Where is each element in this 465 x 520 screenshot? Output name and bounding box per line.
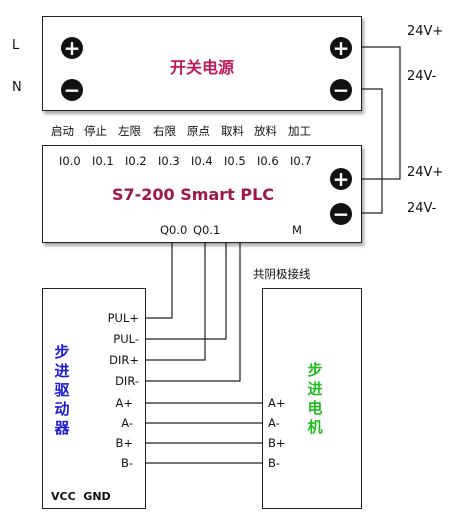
input-func-1: 停止 [84,124,107,138]
wire-q00-pulp [146,243,173,319]
motor-terminal-b-neg: B- [268,456,281,470]
plc-output-q01: Q0.1 [193,223,221,237]
motor-terminal-a-neg: A- [268,416,280,430]
driver-terminal-dir-neg: DIR- [115,374,139,388]
wire-q01-dirp [146,243,206,361]
input-func-0: 启动 [51,124,74,138]
input-func-7: 加工 [288,124,311,138]
motor-wiring-note: 共阴极接线 [253,267,311,281]
driver-title: 步进驱动器 [54,343,70,437]
ps-out-neg-label: 24V- [407,69,437,84]
ps-neg-terminal: − [330,79,352,101]
plc-input-6: I0.6 [257,154,279,168]
driver-terminal-b-pos: B+ [115,436,133,450]
plc-title: S7-200 Smart PLC [111,185,275,204]
input-l-label: L [12,38,20,53]
wire-24v-pos [355,46,401,180]
plc-input-0: I0.0 [59,154,81,168]
plc-input-1: I0.1 [92,154,114,168]
driver-vcc-gnd: VCC GND [51,490,111,503]
wire-dir-neg [146,243,241,382]
plc-neg-terminal: − [330,203,352,225]
driver-terminal-b-neg: B- [120,456,133,470]
input-func-2: 左限 [118,124,141,138]
motor-terminal-a-pos: A+ [268,396,286,410]
plc-output-q00: Q0.0 [160,223,188,237]
stepper-motor-box: A+ A- B+ B- 步进电机 [262,288,362,509]
input-func-3: 右限 [153,124,176,138]
wire-24v-neg [355,88,383,214]
driver-terminal-a-neg: A- [121,416,133,430]
input-n-label: N [12,80,22,95]
motor-title: 步进电机 [307,361,323,436]
plc-input-4: I0.4 [191,154,213,168]
plc-pos-terminal: + [330,168,352,190]
plc-input-2: I0.2 [125,154,147,168]
plc-supply-neg-label: 24V- [407,201,437,216]
input-func-6: 放料 [254,124,277,138]
power-supply-box: + − + − 开关电源 [42,16,362,111]
input-func-5: 取料 [221,124,244,138]
ps-n-terminal: − [61,79,83,101]
plc-input-5: I0.5 [224,154,246,168]
driver-terminal-dir-pos: DIR+ [109,353,139,367]
power-supply-title: 开关电源 [169,58,234,77]
driver-terminal-pul-neg: PUL- [113,332,139,346]
ps-l-terminal: + [61,37,83,59]
plc-input-3: I0.3 [158,154,180,168]
stepper-driver-box: 步进驱动器 PUL+ PUL- DIR+ DIR- A+ A- B+ B- VC… [42,288,146,509]
motor-terminal-b-pos: B+ [268,436,286,450]
plc-box: I0.0 I0.1 I0.2 I0.3 I0.4 I0.5 I0.6 I0.7 … [42,145,362,243]
driver-terminal-pul-pos: PUL+ [107,311,139,325]
ps-out-pos-label: 24V+ [407,24,444,39]
plc-input-7: I0.7 [290,154,312,168]
plc-m-terminal: M [292,223,302,237]
input-func-4: 原点 [187,124,210,138]
wire-pul-neg [146,243,227,340]
ps-pos-terminal: + [330,37,352,59]
driver-terminal-a-pos: A+ [115,396,133,410]
plc-supply-pos-label: 24V+ [407,165,444,180]
